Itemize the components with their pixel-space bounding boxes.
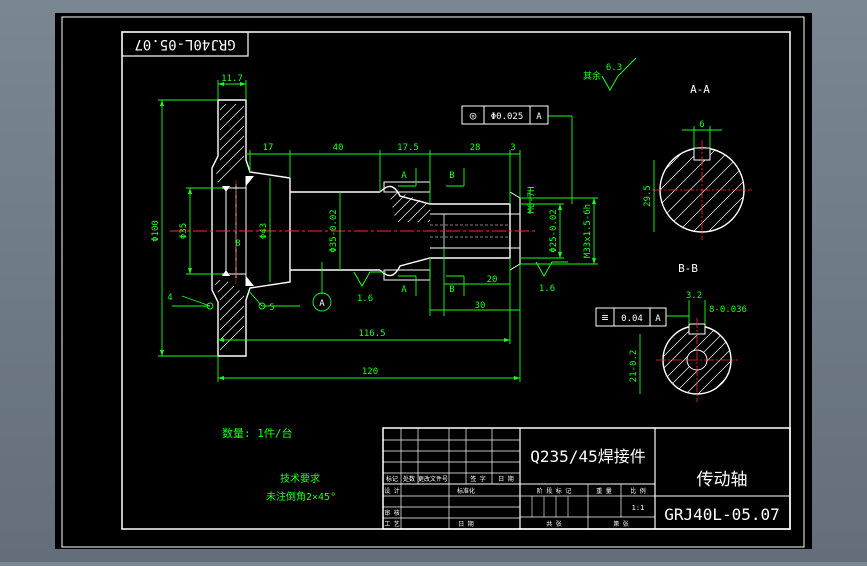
dim-120: 120 <box>362 367 378 377</box>
section-aa-label: A-A <box>690 83 710 96</box>
outer-frame <box>61 16 805 548</box>
tb-scale-value: 1:1 <box>632 504 645 512</box>
dim-40: 40 <box>333 143 344 153</box>
model-space <box>55 13 812 549</box>
dim-20: 20 <box>487 275 498 285</box>
dim-30: 30 <box>475 301 486 311</box>
dim-m33: M33x1.5-6h <box>583 204 593 258</box>
tb-date: 日 期 <box>458 520 474 528</box>
tb-material: Q235/45焊接件 <box>530 447 645 466</box>
title-block <box>382 427 791 530</box>
tb-label-date: 日 期 <box>498 475 514 483</box>
bb-width-dim: 8-0.036 <box>709 305 747 315</box>
position-value: Φ0.025 <box>491 112 524 122</box>
position-datum: A <box>536 112 542 122</box>
dim-phi35: Φ35 <box>179 223 189 239</box>
tb-label-mark: 标记 <box>386 475 398 483</box>
quantity-note: 数量: 1件/台 <box>222 426 293 440</box>
dim-28: 28 <box>470 143 481 153</box>
roughness-other-label: 其余 <box>583 70 601 82</box>
dim-phi35-tol: Φ35-0.02 <box>329 209 339 252</box>
tb-standard: 标准化 <box>457 487 475 495</box>
dim-11-7: 11.7 <box>221 74 243 84</box>
tb-label-count: 处数 <box>403 475 415 483</box>
roughness-other-value: 6.3 <box>606 63 622 73</box>
symmetry-symbol-icon: ≡ <box>602 311 609 324</box>
dim-116-5: 116.5 <box>358 329 385 339</box>
tb-total-sheets: 共 张 <box>546 520 562 528</box>
symmetry-datum: A <box>655 314 661 324</box>
tb-sheet-no: 第 张 <box>613 520 629 528</box>
dim-17-5: 17.5 <box>397 143 419 153</box>
tb-drawing-number: GRJ40L-05.07 <box>664 505 780 524</box>
section-mark-a-top: A <box>401 171 407 181</box>
tech-req-text: 未注倒角2×45° <box>266 490 336 503</box>
bb-depth-dim: 3.2 <box>686 291 702 301</box>
dim-phi43: Φ43 <box>259 223 269 239</box>
section-mark-b-bottom: B <box>449 285 454 295</box>
section-bb-label: B-B <box>678 262 698 275</box>
bb-height-dim: 21-0.2 <box>629 350 639 383</box>
aa-depth-dim: 29.5 <box>643 185 653 207</box>
code-stamp-box <box>121 31 249 57</box>
position-symbol-icon: ◎ <box>470 109 477 122</box>
tb-process: 工 艺 <box>384 520 400 528</box>
roughness-2: 1.6 <box>539 284 555 294</box>
section-mark-a-bottom: A <box>401 285 407 295</box>
section-mark-b-top: B <box>449 171 454 181</box>
tb-scale-label: 比 例 <box>630 487 646 495</box>
tb-label-sign: 签 字 <box>470 475 486 483</box>
tech-req-title: 技术要求 <box>280 472 320 485</box>
section-bb: B-B 3.2 8-0.036 21-0.2 <box>629 262 747 402</box>
tb-weight: 重 量 <box>596 487 612 495</box>
code-stamp-text: GRJ40L-05.07 <box>134 36 235 52</box>
dim-17: 17 <box>263 143 274 153</box>
tb-title: 传动轴 <box>697 470 748 490</box>
tb-review: 审 核 <box>384 509 400 517</box>
roughness-1: 1.6 <box>357 294 373 304</box>
tolerance-frame-position: ◎ Φ0.025 A <box>461 105 549 125</box>
dim-phi25-tol: Φ25-0.02 <box>549 209 559 252</box>
dim-phi100: Φ100 <box>151 220 161 242</box>
symmetry-value: 0.04 <box>621 314 643 324</box>
dim-4: 4 <box>167 293 172 303</box>
tb-designer: 设 计 <box>384 487 400 495</box>
flange-outline <box>211 99 291 357</box>
tolerance-frame-symmetry: ≡ 0.04 A <box>595 307 667 327</box>
aa-width-dim: 6 <box>699 120 704 130</box>
dim-m6: M6-7H <box>527 186 537 213</box>
dim-3: 3 <box>510 143 515 153</box>
tb-stage-mark: 阶 段 标 记 <box>537 487 572 495</box>
dim-5: 5 <box>269 303 274 313</box>
tb-label-change: 更改文件号 <box>418 475 448 483</box>
datum-a-label: A <box>319 299 325 309</box>
dim-8: 8 <box>235 239 240 249</box>
